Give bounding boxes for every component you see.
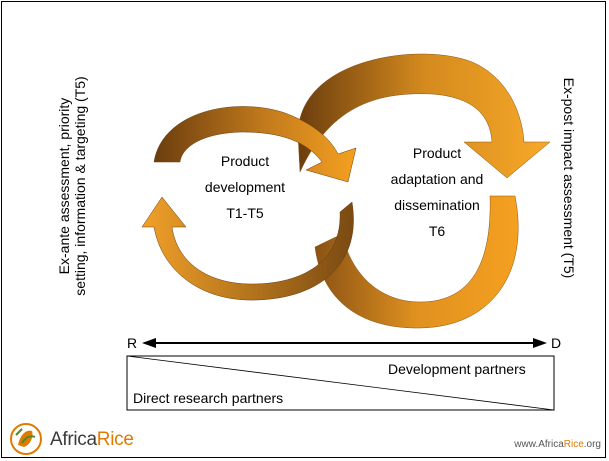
right-cycle-label: Product adaptation and dissemination T6 [362,140,512,244]
left-cycle-bottom-arrow [141,196,354,301]
logo-suffix: Rice [96,429,134,450]
axis-right-arrowhead [533,338,547,348]
ex-ante-line-2: setting, information & targeting (T5) [72,76,88,296]
url-suffix: .org [583,439,601,450]
right-cycle-line-3: dissemination [394,197,480,213]
left-cycle-line-3: T1-T5 [226,205,264,221]
left-cycle-label: Product development T1-T5 [185,148,305,226]
development-partners-label: Development partners [388,361,526,377]
footer-url[interactable]: www.AfricaRice.org [514,439,601,450]
right-cycle-line-1: Product [412,145,462,161]
axis-start-label: R [127,335,138,351]
left-cycle-line-2: development [204,179,286,195]
url-prefix: www.Africa [514,439,564,450]
axis-left-arrowhead [142,338,156,348]
url-highlight: Rice [563,439,584,450]
ex-ante-label: Ex-ante assessment, priority setting, in… [56,36,88,336]
ex-post-label: Ex-post impact assessment (T5) [561,33,577,323]
ex-post-text: Ex-post impact assessment (T5) [561,77,577,279]
left-cycle-line-1: Product [220,153,270,169]
partners-divider [126,355,555,411]
right-cycle-line-4: T6 [428,223,446,239]
africarice-logo-text: AfricaRice [50,429,134,451]
right-cycle-top-arrow [297,53,551,179]
africarice-logo-icon [10,423,42,455]
logo-prefix: Africa [50,429,97,450]
axis-end-label: D [551,335,562,351]
direct-research-partners-label: Direct research partners [133,390,284,406]
right-cycle-line-2: adaptation and [390,171,484,187]
partners-box [126,355,555,411]
right-cycle-bottom-arc [314,195,519,329]
left-cycle-top-arrow [153,106,357,183]
ex-ante-line-1: Ex-ante assessment, priority [56,97,72,275]
